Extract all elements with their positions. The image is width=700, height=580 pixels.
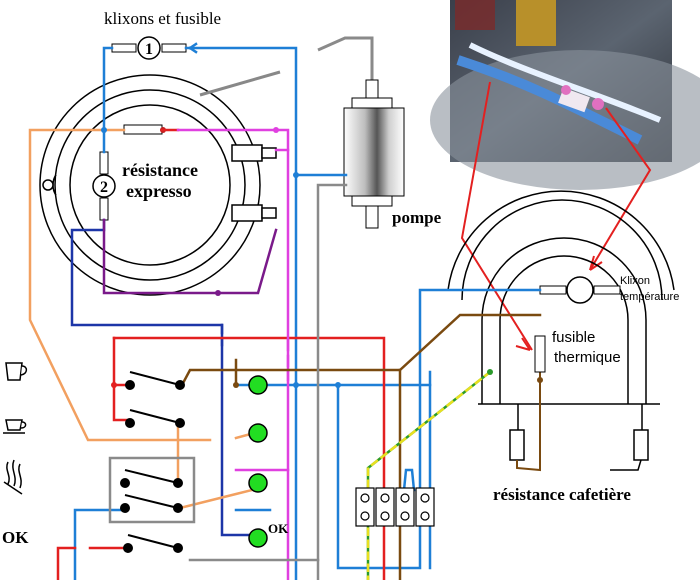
resistance-expresso-label-1: résistance xyxy=(122,160,198,180)
led-2 xyxy=(248,423,268,443)
cup-icon xyxy=(5,362,28,381)
resistance-cafetiere-label: résistance cafetière xyxy=(493,485,631,504)
resistance-expresso xyxy=(39,70,281,296)
led-1 xyxy=(248,375,268,395)
terminal-block xyxy=(355,487,435,527)
pump-label: pompe xyxy=(392,208,442,227)
led-3 xyxy=(248,473,268,493)
led-ok xyxy=(248,528,268,548)
klixon-2: 2 xyxy=(92,151,116,221)
small-cup-icon xyxy=(3,419,27,434)
pump xyxy=(317,36,405,229)
resistance-expresso-label-2: expresso xyxy=(126,181,192,201)
led-ok-label: OK xyxy=(268,521,289,536)
switch-bank xyxy=(120,371,185,553)
klixon-2-number: 2 xyxy=(100,179,108,196)
fuse-label-2: thermique xyxy=(554,349,621,366)
expresso-fuse xyxy=(123,124,166,135)
wires xyxy=(28,42,542,580)
resistance-cafetiere xyxy=(447,190,675,472)
klixon-temp-label-1: Klixon xyxy=(620,275,650,287)
photo-inset xyxy=(430,0,700,190)
steam-icon xyxy=(3,459,23,495)
thermal-fuse xyxy=(534,335,546,383)
fuse-label-1: fusible xyxy=(552,329,595,346)
klixon-1-number: 1 xyxy=(145,41,153,58)
klixon-temperature xyxy=(539,276,621,304)
ok-panel-label: OK xyxy=(2,528,29,547)
klixon-temp-label-2: température xyxy=(620,291,679,303)
title-label: klixons et fusible xyxy=(104,9,221,28)
led-indicators xyxy=(248,375,268,548)
junction-dots xyxy=(101,127,493,388)
klixon-1: 1 xyxy=(111,36,187,60)
